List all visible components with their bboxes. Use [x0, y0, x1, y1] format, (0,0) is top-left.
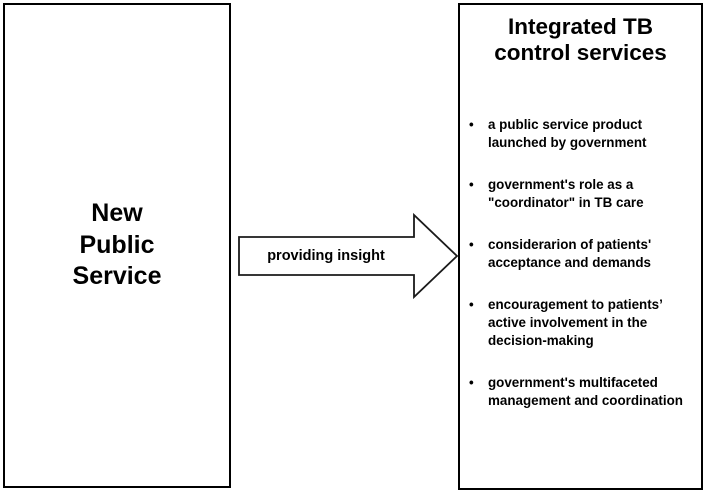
list-item: • government's multifaceted management a… — [460, 374, 701, 410]
bullet-dot-icon: • — [469, 296, 474, 312]
list-item-text: encouragement to patients’ active involv… — [488, 296, 663, 348]
bullet-dot-icon: • — [469, 374, 474, 390]
right-outcome-title: Integrated TB control services — [494, 14, 667, 66]
list-item: • a public service product launched by g… — [460, 116, 701, 152]
list-item-text: a public service product launched by gov… — [488, 117, 647, 150]
list-item: • considerarion of patients' acceptance … — [460, 236, 701, 272]
outcome-bullet-list: • a public service product launched by g… — [460, 116, 701, 433]
bullet-dot-icon: • — [469, 236, 474, 252]
list-item: • encouragement to patients’ active invo… — [460, 296, 701, 350]
list-item-text: considerarion of patients' acceptance an… — [488, 236, 652, 270]
list-item-text: government's multifaceted management and… — [488, 374, 683, 408]
left-concept-label: New Public Service — [72, 199, 162, 291]
bullet-dot-icon: • — [469, 117, 474, 132]
connector-label: providing insight — [267, 248, 385, 265]
list-item: • government's role as a "coordinator" i… — [460, 176, 701, 212]
list-item-text: government's role as a "coordinator" in … — [488, 176, 644, 210]
left-concept-box: New Public Service — [3, 3, 231, 488]
block-arrow-right-icon — [236, 209, 460, 303]
bullet-dot-icon: • — [469, 176, 474, 192]
right-outcome-box: Integrated TB control services • a publi… — [458, 3, 703, 490]
